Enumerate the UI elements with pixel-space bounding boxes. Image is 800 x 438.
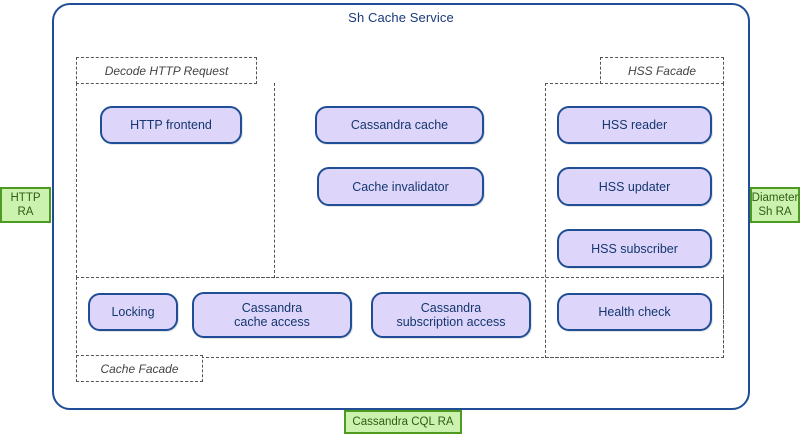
resource-adaptor-http-ra[interactable]: HTTP RA xyxy=(0,187,51,223)
group-cache-facade-label: Cache Facade xyxy=(76,355,203,382)
component-hss-updater-label: HSS updater xyxy=(598,179,671,194)
component-hss-reader[interactable]: HSS reader xyxy=(557,106,712,144)
component-hss-subscriber-label: HSS subscriber xyxy=(591,241,678,256)
group-cache-facade-label-text: Cache Facade xyxy=(100,361,179,376)
component-health-check-label: Health check xyxy=(598,305,671,319)
component-locking[interactable]: Locking xyxy=(88,293,178,331)
resource-adaptor-cassandra-cql-ra-label: Cassandra CQL RA xyxy=(352,416,454,428)
component-http-frontend[interactable]: HTTP frontend xyxy=(100,106,242,144)
component-http-frontend-label: HTTP frontend xyxy=(130,118,212,132)
resource-adaptor-diameter-sh-ra[interactable]: Diameter Sh RA xyxy=(750,187,800,223)
component-cassandra-cache-access-label: Cassandra cache access xyxy=(234,301,310,329)
diagram-title: Sh Cache Service xyxy=(348,10,454,25)
resource-adaptor-cassandra-cql-ra[interactable]: Cassandra CQL RA xyxy=(344,410,462,434)
group-hss-facade-label-text: HSS Facade xyxy=(627,63,697,78)
component-cassandra-subscription-access[interactable]: Cassandra subscription access xyxy=(371,292,531,338)
resource-adaptor-diameter-sh-ra-label: Diameter Sh RA xyxy=(751,192,799,218)
group-cache-facade-body xyxy=(76,277,724,358)
group-decode-http-request-label: Decode HTTP Request xyxy=(76,57,257,84)
component-hss-subscriber[interactable]: HSS subscriber xyxy=(557,229,712,268)
component-cassandra-cache-access[interactable]: Cassandra cache access xyxy=(192,292,352,338)
group-decode-http-request-label-text: Decode HTTP Request xyxy=(104,63,229,78)
group-hss-facade-label: HSS Facade xyxy=(600,57,724,84)
resource-adaptor-http-ra-label: HTTP RA xyxy=(10,192,41,218)
component-cache-invalidator-label: Cache invalidator xyxy=(352,179,449,194)
component-cassandra-cache-label: Cassandra cache xyxy=(350,118,449,132)
component-cassandra-subscription-access-label: Cassandra subscription access xyxy=(396,301,506,329)
component-hss-updater[interactable]: HSS updater xyxy=(557,167,712,206)
component-cassandra-cache[interactable]: Cassandra cache xyxy=(315,106,484,144)
component-hss-reader-label: HSS reader xyxy=(601,118,668,132)
component-locking-label: Locking xyxy=(111,305,155,319)
component-health-check[interactable]: Health check xyxy=(557,293,712,331)
component-cache-invalidator[interactable]: Cache invalidator xyxy=(317,167,484,206)
